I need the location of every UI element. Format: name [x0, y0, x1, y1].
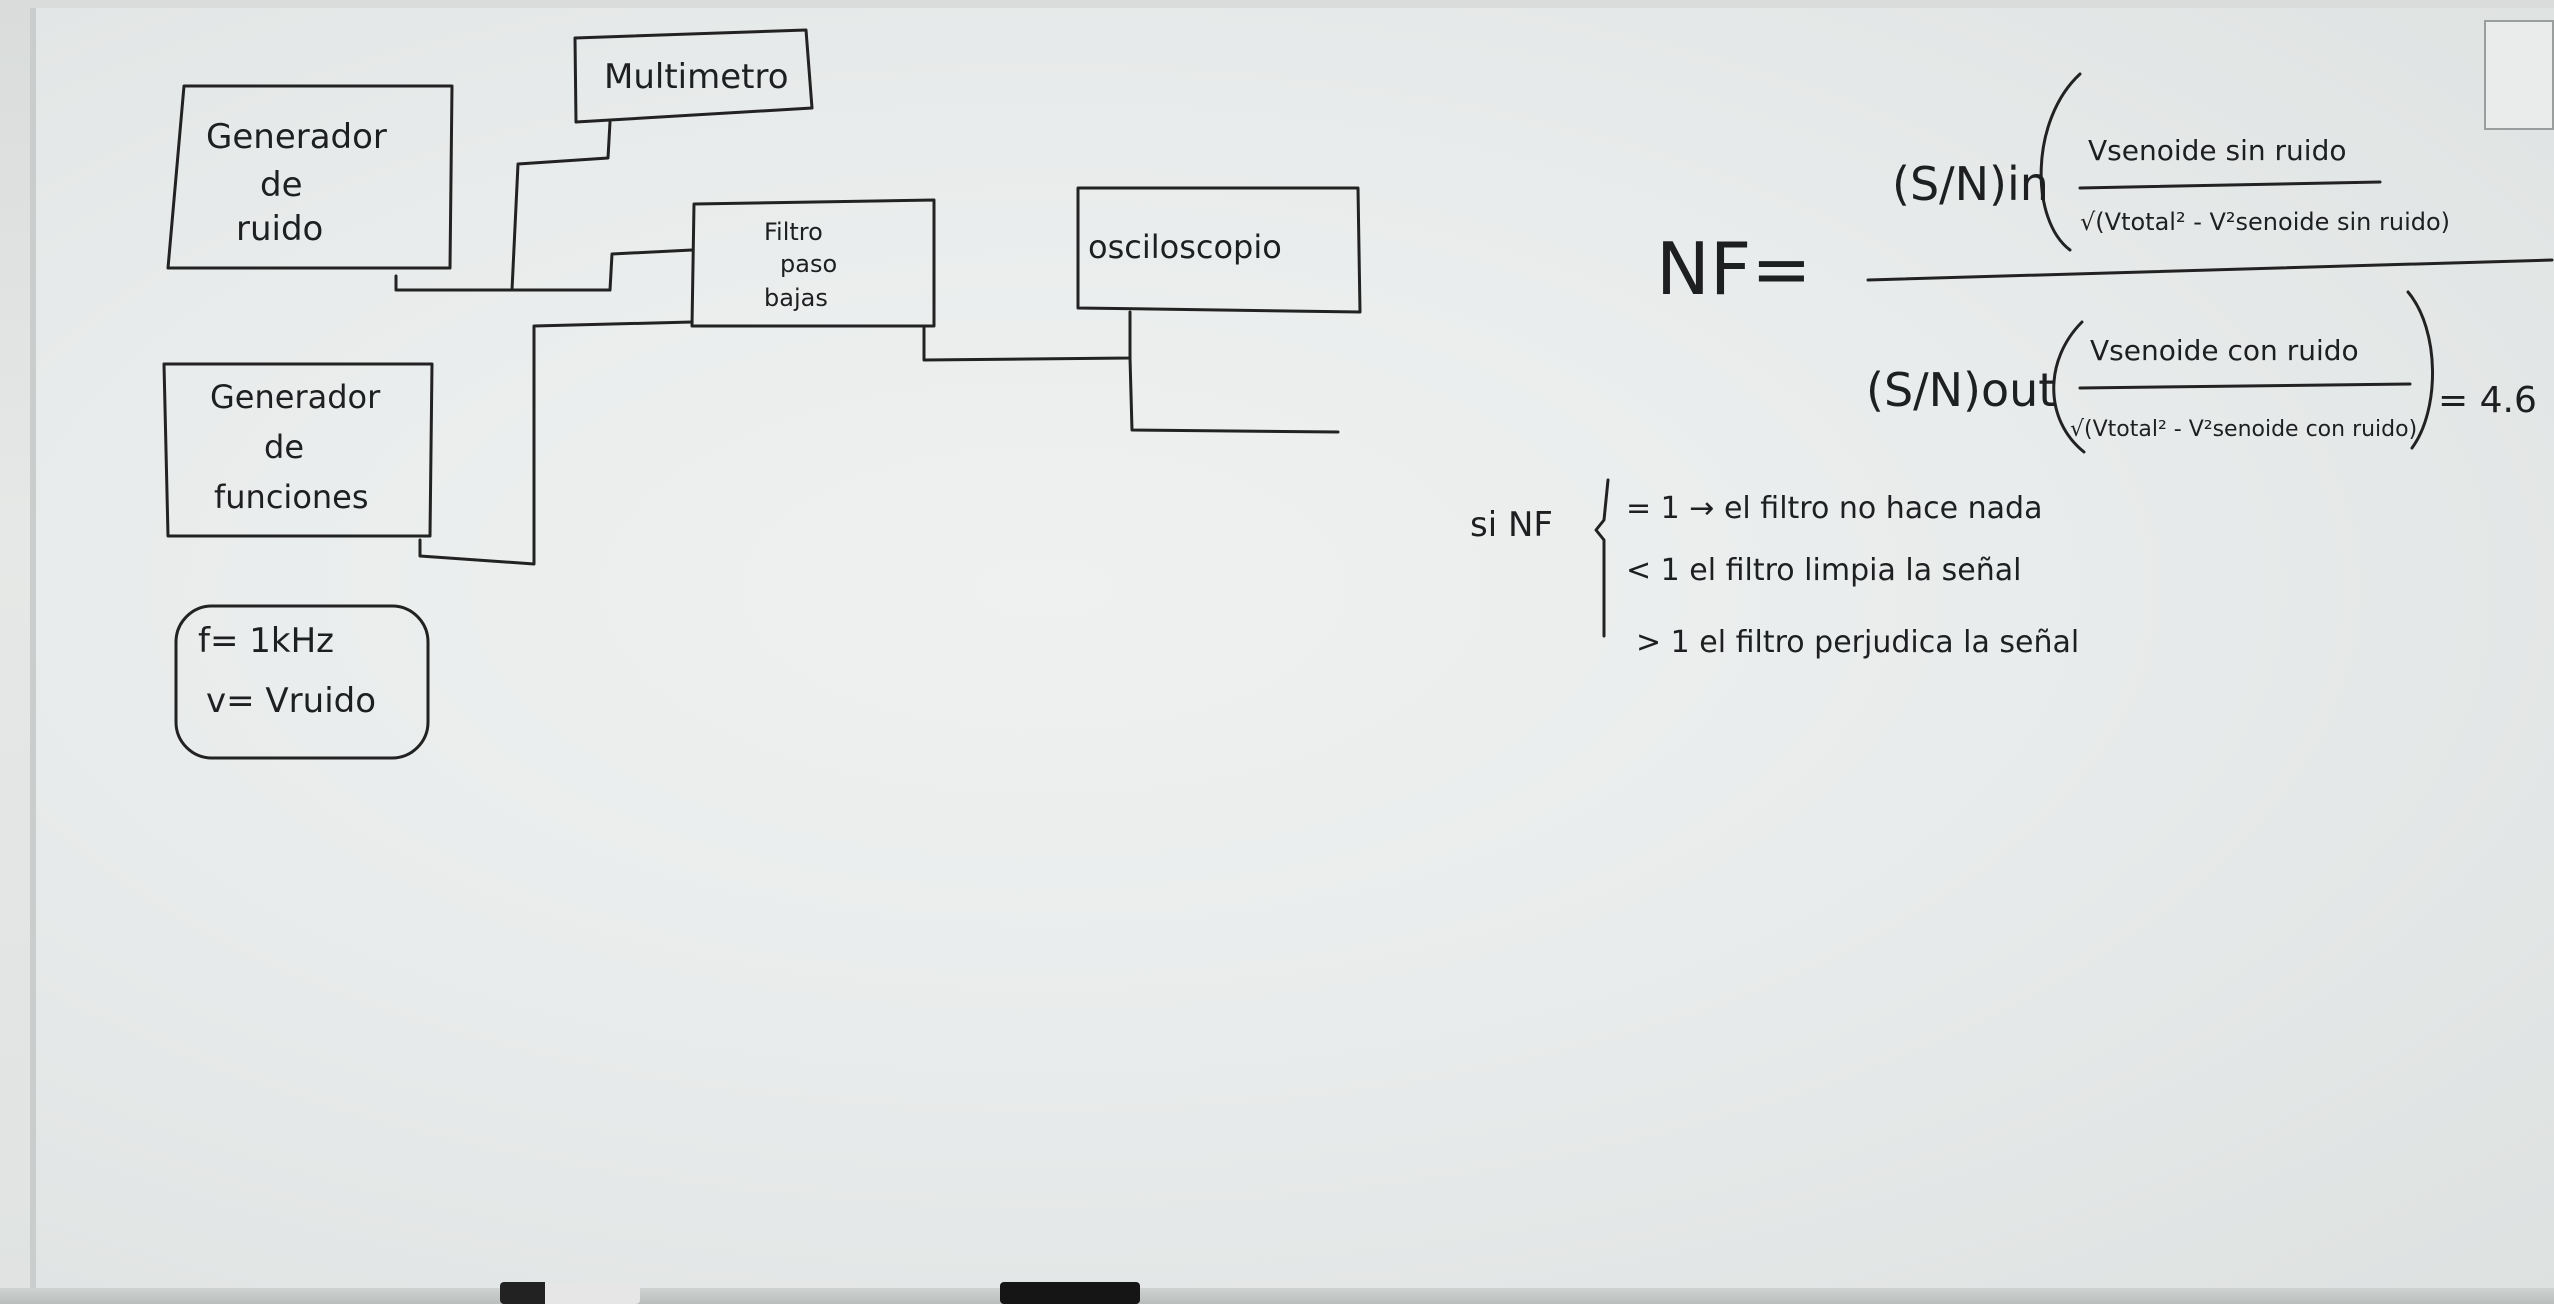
multimeter-box	[573, 28, 814, 124]
sn-in-denominator: √(Vtotal² - V²senoide sin ruido)	[2080, 208, 2450, 236]
noise-gen-line2: de	[260, 165, 303, 205]
nf-fraction-bar	[1866, 258, 2554, 282]
sn-in-fraction-bar	[2078, 180, 2382, 190]
oscilloscope-box	[1076, 186, 1362, 314]
condition-less: < 1 el filtro limpia la señal	[1626, 553, 2021, 588]
param-frequency: f= 1kHz	[198, 621, 334, 661]
sn-out-paren-open	[2052, 320, 2086, 454]
wire-scope-ground	[1128, 356, 1340, 434]
params-box	[174, 604, 430, 760]
red-marker	[500, 1282, 640, 1304]
filter-line3: bajas	[764, 284, 828, 312]
nf-result: = 4.6	[2438, 380, 2537, 421]
wire-filter-to-scope	[922, 310, 1132, 362]
wire-function-to-filter	[418, 320, 694, 566]
noise-gen-line3: ruido	[236, 209, 323, 249]
sn-out-denominator: √(Vtotal² - V²senoide con ruido)	[2070, 417, 2417, 442]
eraser	[1000, 1282, 1140, 1304]
function-gen-line2: de	[264, 428, 304, 466]
condition-equal: = 1 → el filtro no hace nada	[1626, 491, 2042, 526]
param-voltage: v= Vruido	[206, 681, 376, 721]
multimeter-label: Multimetro	[604, 57, 789, 97]
wire-noise-to-filter	[394, 248, 694, 292]
filter-line1: Filtro	[764, 218, 823, 246]
noise-generator-box	[166, 84, 454, 270]
conditions-brace	[1594, 478, 1610, 638]
noise-gen-line1: Generador	[206, 117, 387, 157]
sn-out-paren-close	[2406, 290, 2434, 450]
sn-in-numerator: Vsenoide sin ruido	[2088, 134, 2346, 167]
condition-greater: > 1 el filtro perjudica la señal	[1636, 625, 2079, 660]
function-gen-line3: funciones	[214, 478, 369, 516]
nf-label: NF=	[1656, 227, 1812, 311]
sn-out-label: (S/N)out	[1866, 363, 2056, 417]
filter-line2: paso	[780, 250, 837, 278]
wire-multimeter	[510, 120, 612, 292]
filter-box	[690, 198, 936, 328]
sn-out-numerator: Vsenoide con ruido	[2090, 334, 2359, 367]
conditions-prefix: si NF	[1470, 505, 1553, 545]
sn-in-label: (S/N)in	[1892, 157, 2049, 211]
posted-note	[2484, 20, 2554, 130]
function-generator-box	[162, 362, 434, 538]
sn-in-paren-open	[2039, 72, 2082, 252]
function-gen-line1: Generador	[210, 378, 381, 416]
sn-out-fraction-bar	[2078, 382, 2412, 390]
oscilloscope-label: osciloscopio	[1088, 228, 1282, 266]
